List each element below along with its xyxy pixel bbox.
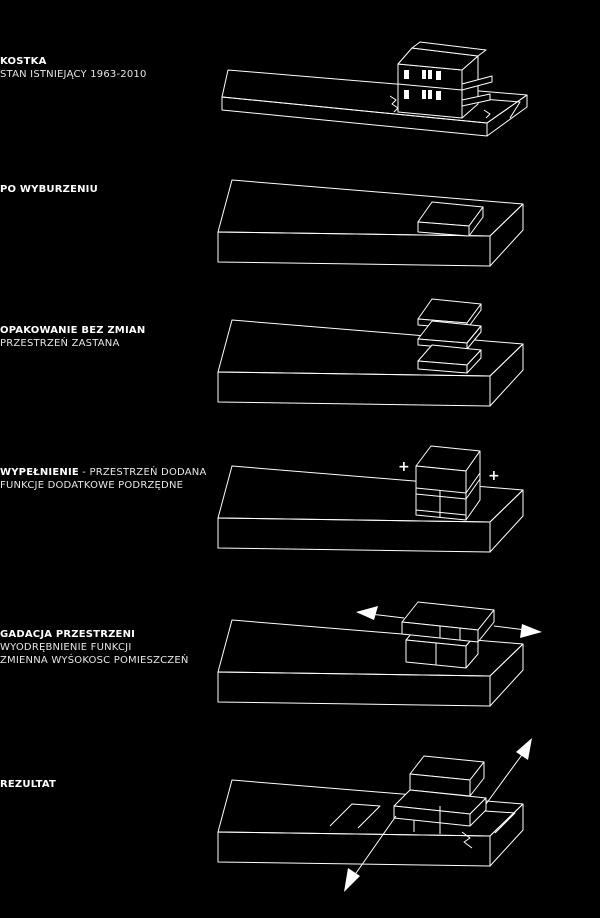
arrow-diagonal-up-icon [485,738,532,805]
step-label-wypelnienie: WYPEŁNIENIE - PRZESTRZEŃ DODANA FUNKCJE … [0,466,207,492]
step-title: GADACJA PRZESTRZENI [0,629,136,640]
step-label-gadacja: GADACJA PRZESTRZENI WYODRĘBNIENIE FUNKCJ… [0,628,189,667]
step-label-rezultat: REZULTAT [0,778,56,791]
shifted-volumes [401,601,495,669]
arrow-diagonal-down-icon [344,815,397,892]
site-slab-2 [217,179,524,267]
step-title: PO WYBURZENIU [0,184,98,195]
filled-block [415,445,481,521]
step-subtitle: FUNKCJE DODATKOWE PODRZĘDNE [0,480,184,491]
step-subtitle: STAN ISTNIEJĄCY 1963-2010 [0,69,147,80]
step-subtitle: WYODRĘBNIENIE FUNKCJI [0,642,132,653]
step-title: KOSTKA [0,56,47,67]
step-subtitle: PRZESTRZEŃ ZASTANA [0,338,120,349]
plus-icon: + [398,459,410,475]
plus-icon: + [488,468,500,484]
step-label-kostka: KOSTKA STAN ISTNIEJĄCY 1963-2010 [0,55,147,81]
step-title: WYPEŁNIENIE [0,467,79,478]
step-title: OPAKOWANIE BEZ ZMIAN [0,325,146,336]
existing-building [389,41,493,119]
remaining-floor-slab [417,201,484,237]
arrow-right-icon [493,624,542,638]
step-title-suffix: - PRZESTRZEŃ DODANA [78,467,207,478]
step-title: REZULTAT [0,779,57,790]
step-subtitle-2: ZMIENNA WYŚOKOSC POMIESZCZEŃ [0,655,189,666]
floor-slab-stack [417,298,482,374]
arrow-left-icon [356,606,405,620]
result-building [393,755,487,849]
step-label-po-wyburzeniu: PO WYBURZENIU [0,183,98,196]
step-label-opakowanie: OPAKOWANIE BEZ ZMIAN PRZESTRZEŃ ZASTANA [0,324,145,350]
